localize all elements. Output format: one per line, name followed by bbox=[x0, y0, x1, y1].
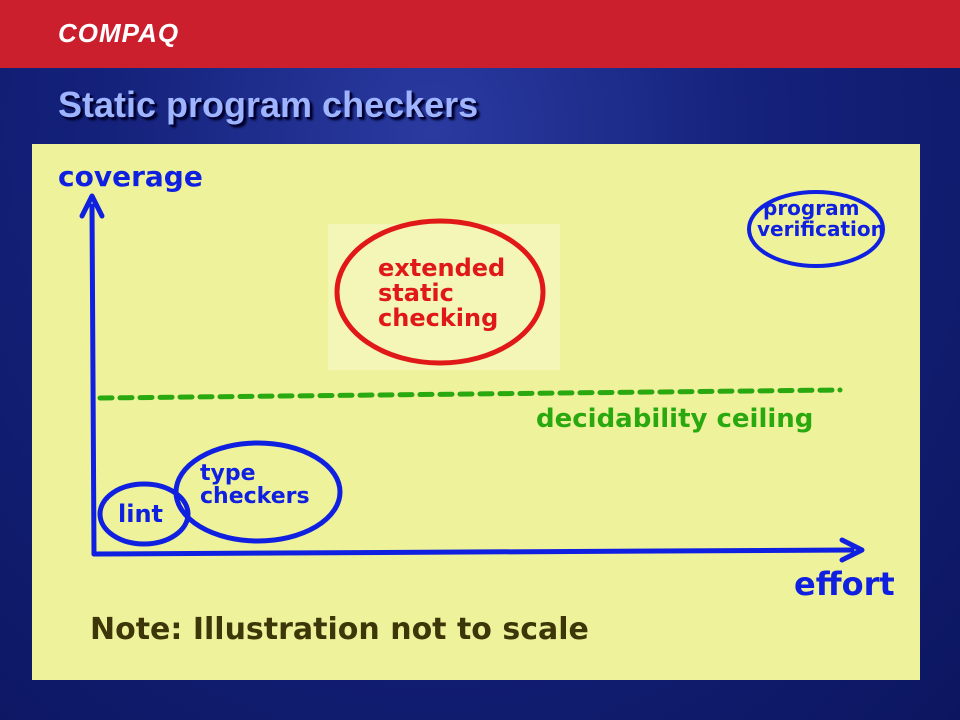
x-axis-line bbox=[91, 547, 855, 557]
decidability-ceiling-label: decidability ceiling bbox=[536, 404, 814, 434]
x-axis-arrowhead bbox=[839, 537, 865, 563]
type-checkers-label: type checkers bbox=[200, 462, 310, 508]
compaq-logo: COMPAQ bbox=[58, 18, 180, 48]
header-bar: COMPAQ bbox=[0, 0, 960, 68]
y-axis-arrowhead bbox=[79, 193, 105, 219]
extended-static-checking-ellipse bbox=[334, 218, 546, 366]
program-verification-label: program verification bbox=[757, 198, 885, 240]
slide-title: Static program checkers bbox=[58, 84, 479, 125]
type-checkers-line-1: type bbox=[200, 461, 256, 486]
esc-line-2: static bbox=[378, 279, 454, 308]
x-axis-label: effort bbox=[794, 565, 895, 603]
y-axis-line bbox=[89, 203, 97, 557]
esc-line-3: checking bbox=[378, 304, 499, 333]
y-axis-label: coverage bbox=[58, 160, 203, 193]
diagram-paper: coverage effort program verification ext… bbox=[32, 144, 920, 680]
program-verification-line-1: program bbox=[763, 196, 860, 220]
scale-note: Note: Illustration not to scale bbox=[90, 612, 589, 647]
program-verification-ellipse bbox=[747, 190, 885, 268]
diagram-svg bbox=[79, 190, 885, 563]
esc-line-1: extended bbox=[378, 254, 506, 282]
program-verification-line-2: verification bbox=[757, 217, 885, 241]
lint-label: lint bbox=[118, 500, 164, 528]
extended-static-checking-label: extended static checking bbox=[378, 254, 506, 333]
type-checkers-line-2: checkers bbox=[200, 484, 310, 510]
lint-ellipse bbox=[97, 481, 191, 547]
decidability-ceiling-line bbox=[97, 387, 843, 401]
